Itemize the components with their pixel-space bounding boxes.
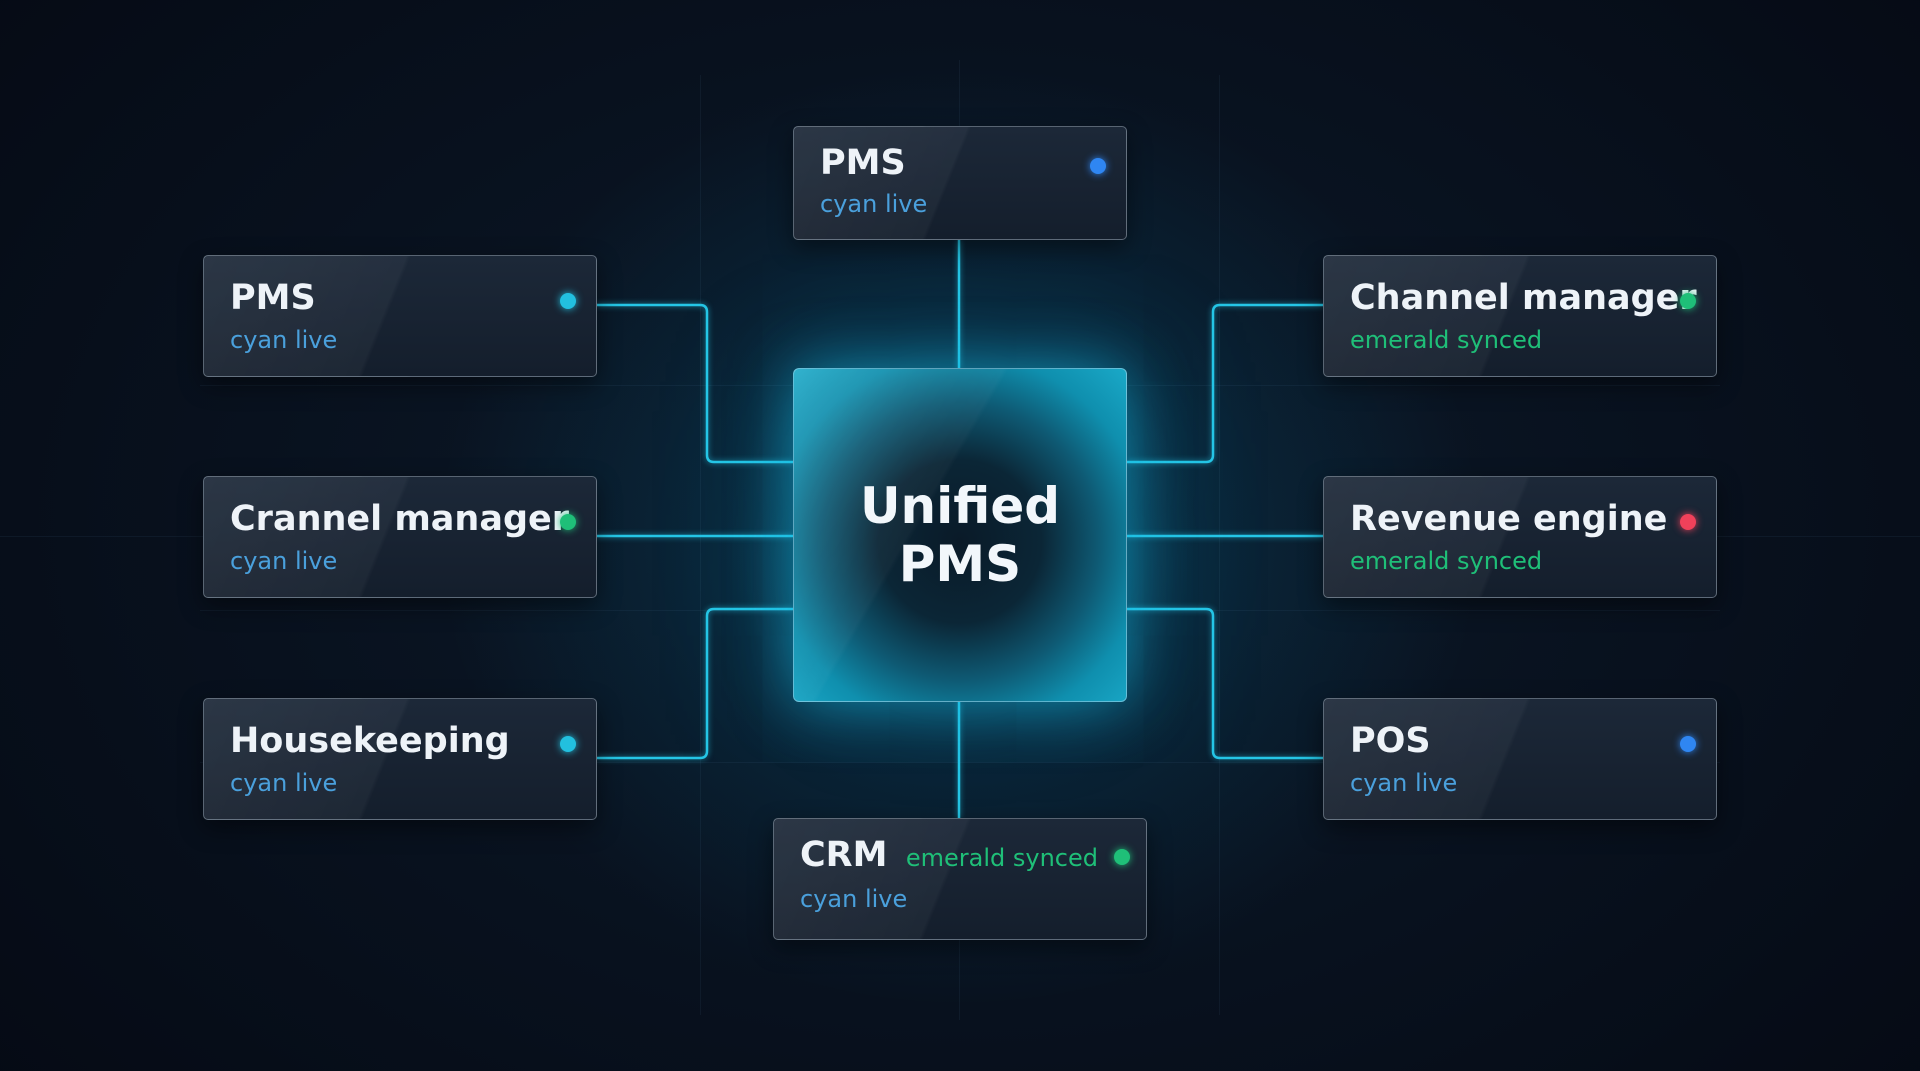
node-status: cyan live — [230, 547, 338, 575]
node-status: emerald synced — [1350, 326, 1543, 354]
status-dot — [1114, 849, 1130, 865]
node-right-1[interactable]: Channel manager emerald synced — [1323, 255, 1717, 377]
node-title: PMS — [820, 143, 906, 183]
wire-right-3 — [1127, 607, 1323, 760]
node-right-3[interactable]: POS cyan live — [1323, 698, 1717, 820]
status-dot — [1680, 514, 1696, 530]
wire-right-1 — [1127, 303, 1323, 464]
guide-line — [700, 75, 701, 1015]
status-dot — [1090, 158, 1106, 174]
node-side-status: emerald synced — [905, 844, 1098, 872]
node-title: Revenue engine — [1350, 499, 1668, 539]
node-left-2[interactable]: Crannel manager cyan live — [203, 476, 597, 598]
status-dot — [1680, 736, 1696, 752]
node-bottom[interactable]: CRM emerald synced cyan live — [773, 818, 1147, 940]
node-left-1[interactable]: PMS cyan live — [203, 255, 597, 377]
node-status: cyan live — [230, 326, 338, 354]
node-title: Housekeeping — [230, 721, 510, 761]
node-status: cyan live — [820, 190, 928, 218]
hub-title: Unified PMS — [859, 477, 1061, 593]
node-status: emerald synced — [1350, 547, 1543, 575]
node-title: POS — [1350, 721, 1431, 761]
status-dot — [1680, 293, 1696, 309]
wire-left-3 — [597, 607, 793, 760]
status-dot — [560, 293, 576, 309]
status-dot — [560, 514, 576, 530]
hub-unified-pms[interactable]: Unified PMS — [793, 368, 1127, 702]
node-top[interactable]: PMS cyan live — [793, 126, 1127, 240]
node-status: cyan live — [800, 885, 908, 913]
guide-line — [1219, 75, 1220, 1015]
node-status: cyan live — [230, 769, 338, 797]
status-dot — [560, 736, 576, 752]
wire-left-1 — [597, 303, 793, 464]
node-right-2[interactable]: Revenue engine emerald synced — [1323, 476, 1717, 598]
node-title: Channel manager — [1350, 278, 1697, 318]
node-status: cyan live — [1350, 769, 1458, 797]
node-title: PMS — [230, 278, 316, 318]
node-left-3[interactable]: Housekeeping cyan live — [203, 698, 597, 820]
node-title: CRM — [800, 835, 888, 875]
node-title: Crannel manager — [230, 499, 569, 539]
